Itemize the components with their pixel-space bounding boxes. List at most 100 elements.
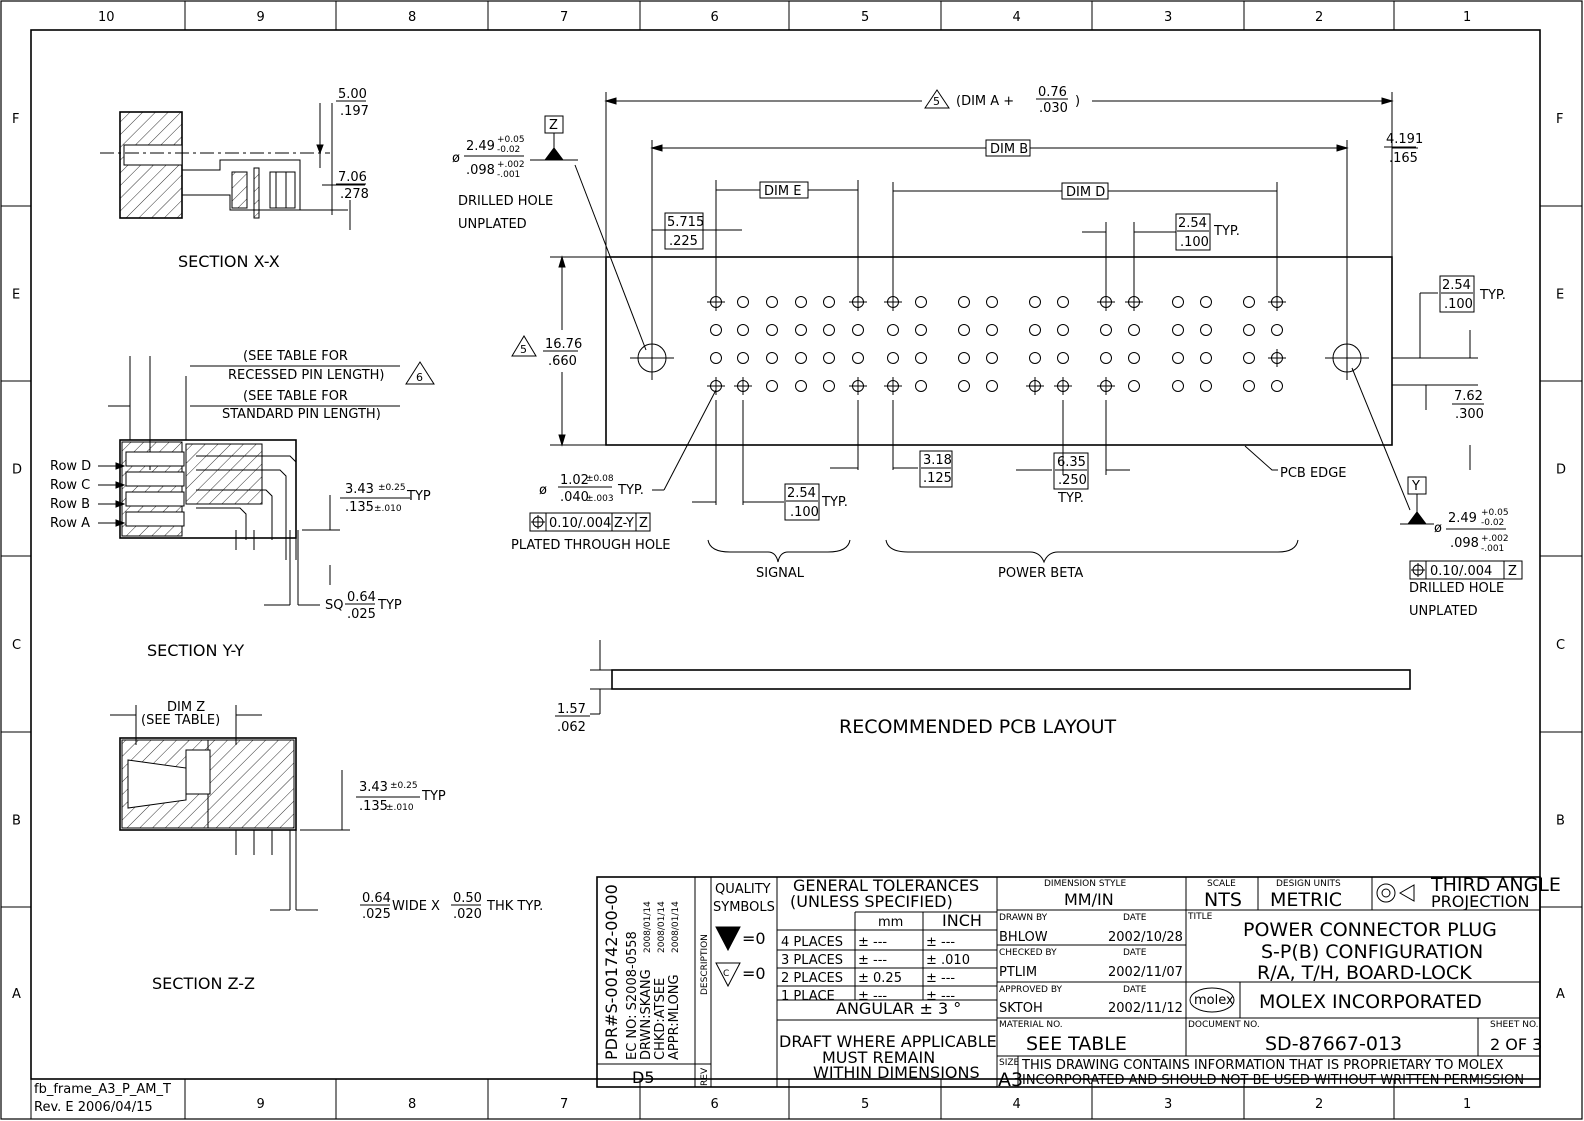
dim-a-close: ) [1075,94,1080,109]
z-unplated: UNPLATED [458,217,527,232]
z-tol-dn: -0.02 [497,145,520,155]
tol-row-label: 3 PLACES [781,953,843,968]
d254-in: .100 [1180,235,1209,250]
tb-checked: PTLIM [999,965,1037,980]
zz-t-mm: 0.50 [453,891,482,906]
pcb-hole [1172,380,1184,392]
tb-date-lbl-3: DATE [1123,985,1147,995]
zz-wide: WIDE X [392,899,440,914]
pcb-hole [1100,324,1112,336]
tb-scale: NTS [1204,889,1242,911]
row-label-right: D [1556,463,1566,478]
pcb-hole [1029,352,1041,364]
tb-material-lbl: MATERIAL NO. [999,1020,1063,1030]
pcb-hole [1128,324,1140,336]
datum-y: Y [1411,479,1420,494]
row-label-right: A [1556,987,1565,1002]
pcb-hole [1172,352,1184,364]
tb-date-lbl-1: DATE [1123,913,1147,923]
pcb-hole [1200,296,1212,308]
pcb-hole [1271,380,1283,392]
tb-drawn: BHLOW [999,930,1048,945]
projection-circle-icon [1376,883,1396,903]
y-tol-up: +0.05 [1481,508,1509,518]
y-tol-dn: -0.02 [1481,518,1504,528]
dim-a-label: (DIM A + [956,94,1014,109]
d762-in: .300 [1455,407,1484,422]
tb-eq0b: =0 [742,964,766,983]
pcb-hole [766,380,778,392]
row-label-right: E [1556,288,1564,303]
pth-fcf: 0.10/.004 [549,516,611,531]
tb-checked-lbl: CHECKED BY [999,948,1057,958]
pcb-edge-label: PCB EDGE [1280,466,1346,481]
yy-row-label: Row A [50,516,90,531]
column-label-top: 9 [257,10,265,25]
row-label-left: E [12,288,20,303]
column-label-top: 2 [1315,10,1323,25]
d4191-in: .165 [1389,151,1418,166]
column-label-top: 1 [1463,10,1471,25]
dim-b-label: DIM B [990,142,1028,157]
yy-row-label: Row B [50,497,90,512]
tb-dimstyle-lbl: DIMENSION STYLE [1044,879,1127,889]
pcb-hole [737,352,749,364]
d1676-mm: 16.76 [545,337,582,352]
z-dia-mm: 2.49 [466,139,495,154]
tb-chkd: CHKD:ATSEE [653,978,668,1060]
d157-mm: 1.57 [557,702,586,717]
tb-title-lbl: TITLE [1187,912,1213,922]
tb-drawn-date: 2002/10/28 [1108,930,1183,945]
zz-w-mm: 0.64 [362,891,391,906]
b254-typ: TYP. [821,495,848,510]
r254-mm: 2.54 [1442,278,1471,293]
pcb-hole [1172,296,1184,308]
title-block: PDR#S-001742-00-00 EC NO: S2008-0558 DRW… [596,874,1561,1091]
b254-mm: 2.54 [787,486,816,501]
pth-label: PLATED THROUGH HOLE [511,538,671,553]
zz-thk: THK TYP. [486,899,543,914]
tb-dimstyle: MM/IN [1064,890,1114,909]
y-unplated: UNPLATED [1409,604,1478,619]
z-dia-in: .098 [466,163,495,178]
tb-date-lbl-2: DATE [1123,948,1147,958]
frame-revision: Rev. E 2006/04/15 [34,1100,153,1115]
pcb-hole [1057,352,1069,364]
column-label-bottom: 9 [257,1097,265,1112]
pcb-hole [1057,324,1069,336]
tb-title1: POWER CONNECTOR PLUG [1243,919,1497,941]
pcb-hole [1243,352,1255,364]
pth-tol-mm: ±0.08 [586,474,614,484]
column-label-top: 8 [408,10,416,25]
tb-quality: QUALITY [715,882,771,897]
pcb-hole [958,380,970,392]
tb-sheet: 2 OF 3 [1490,1035,1542,1054]
pcb-hole [1200,324,1212,336]
r254-typ: TYP. [1479,288,1506,303]
zz-dim-tol-in: ±.010 [386,803,414,813]
dim-e-label: DIM E [764,184,801,199]
y-drilled: DRILLED HOLE [1409,581,1504,596]
yy-sq-prefix: SQ [325,598,343,613]
tb-mm: mm [878,915,903,930]
pcb-hole [915,324,927,336]
y-phi: ø [1434,521,1442,536]
r254-in: .100 [1444,297,1473,312]
tb-proj2: PROJECTION [1431,892,1529,911]
yy-dim-mm: 3.43 [345,482,374,497]
column-label-top: 6 [711,10,719,25]
pcb-hole [766,296,778,308]
column-label-bottom: 1 [1463,1097,1471,1112]
pcb-hole [823,380,835,392]
pcb-hole [986,380,998,392]
d5715-in: .225 [669,234,698,249]
pcb-hole [986,296,998,308]
tb-approved-lbl: APPROVED BY [999,985,1063,995]
tb-size-lbl: SIZE [999,1058,1020,1068]
pcb-hole [737,296,749,308]
z-tol-dn-in: -.001 [497,170,520,180]
tb-rev: REV [700,1067,710,1086]
tb-draft3: WITHIN DIMENSIONS [813,1063,980,1082]
pcb-layout: 5 (DIM A + 0.76 .030 ) DIM B 4.191 .165 … [452,85,1523,738]
